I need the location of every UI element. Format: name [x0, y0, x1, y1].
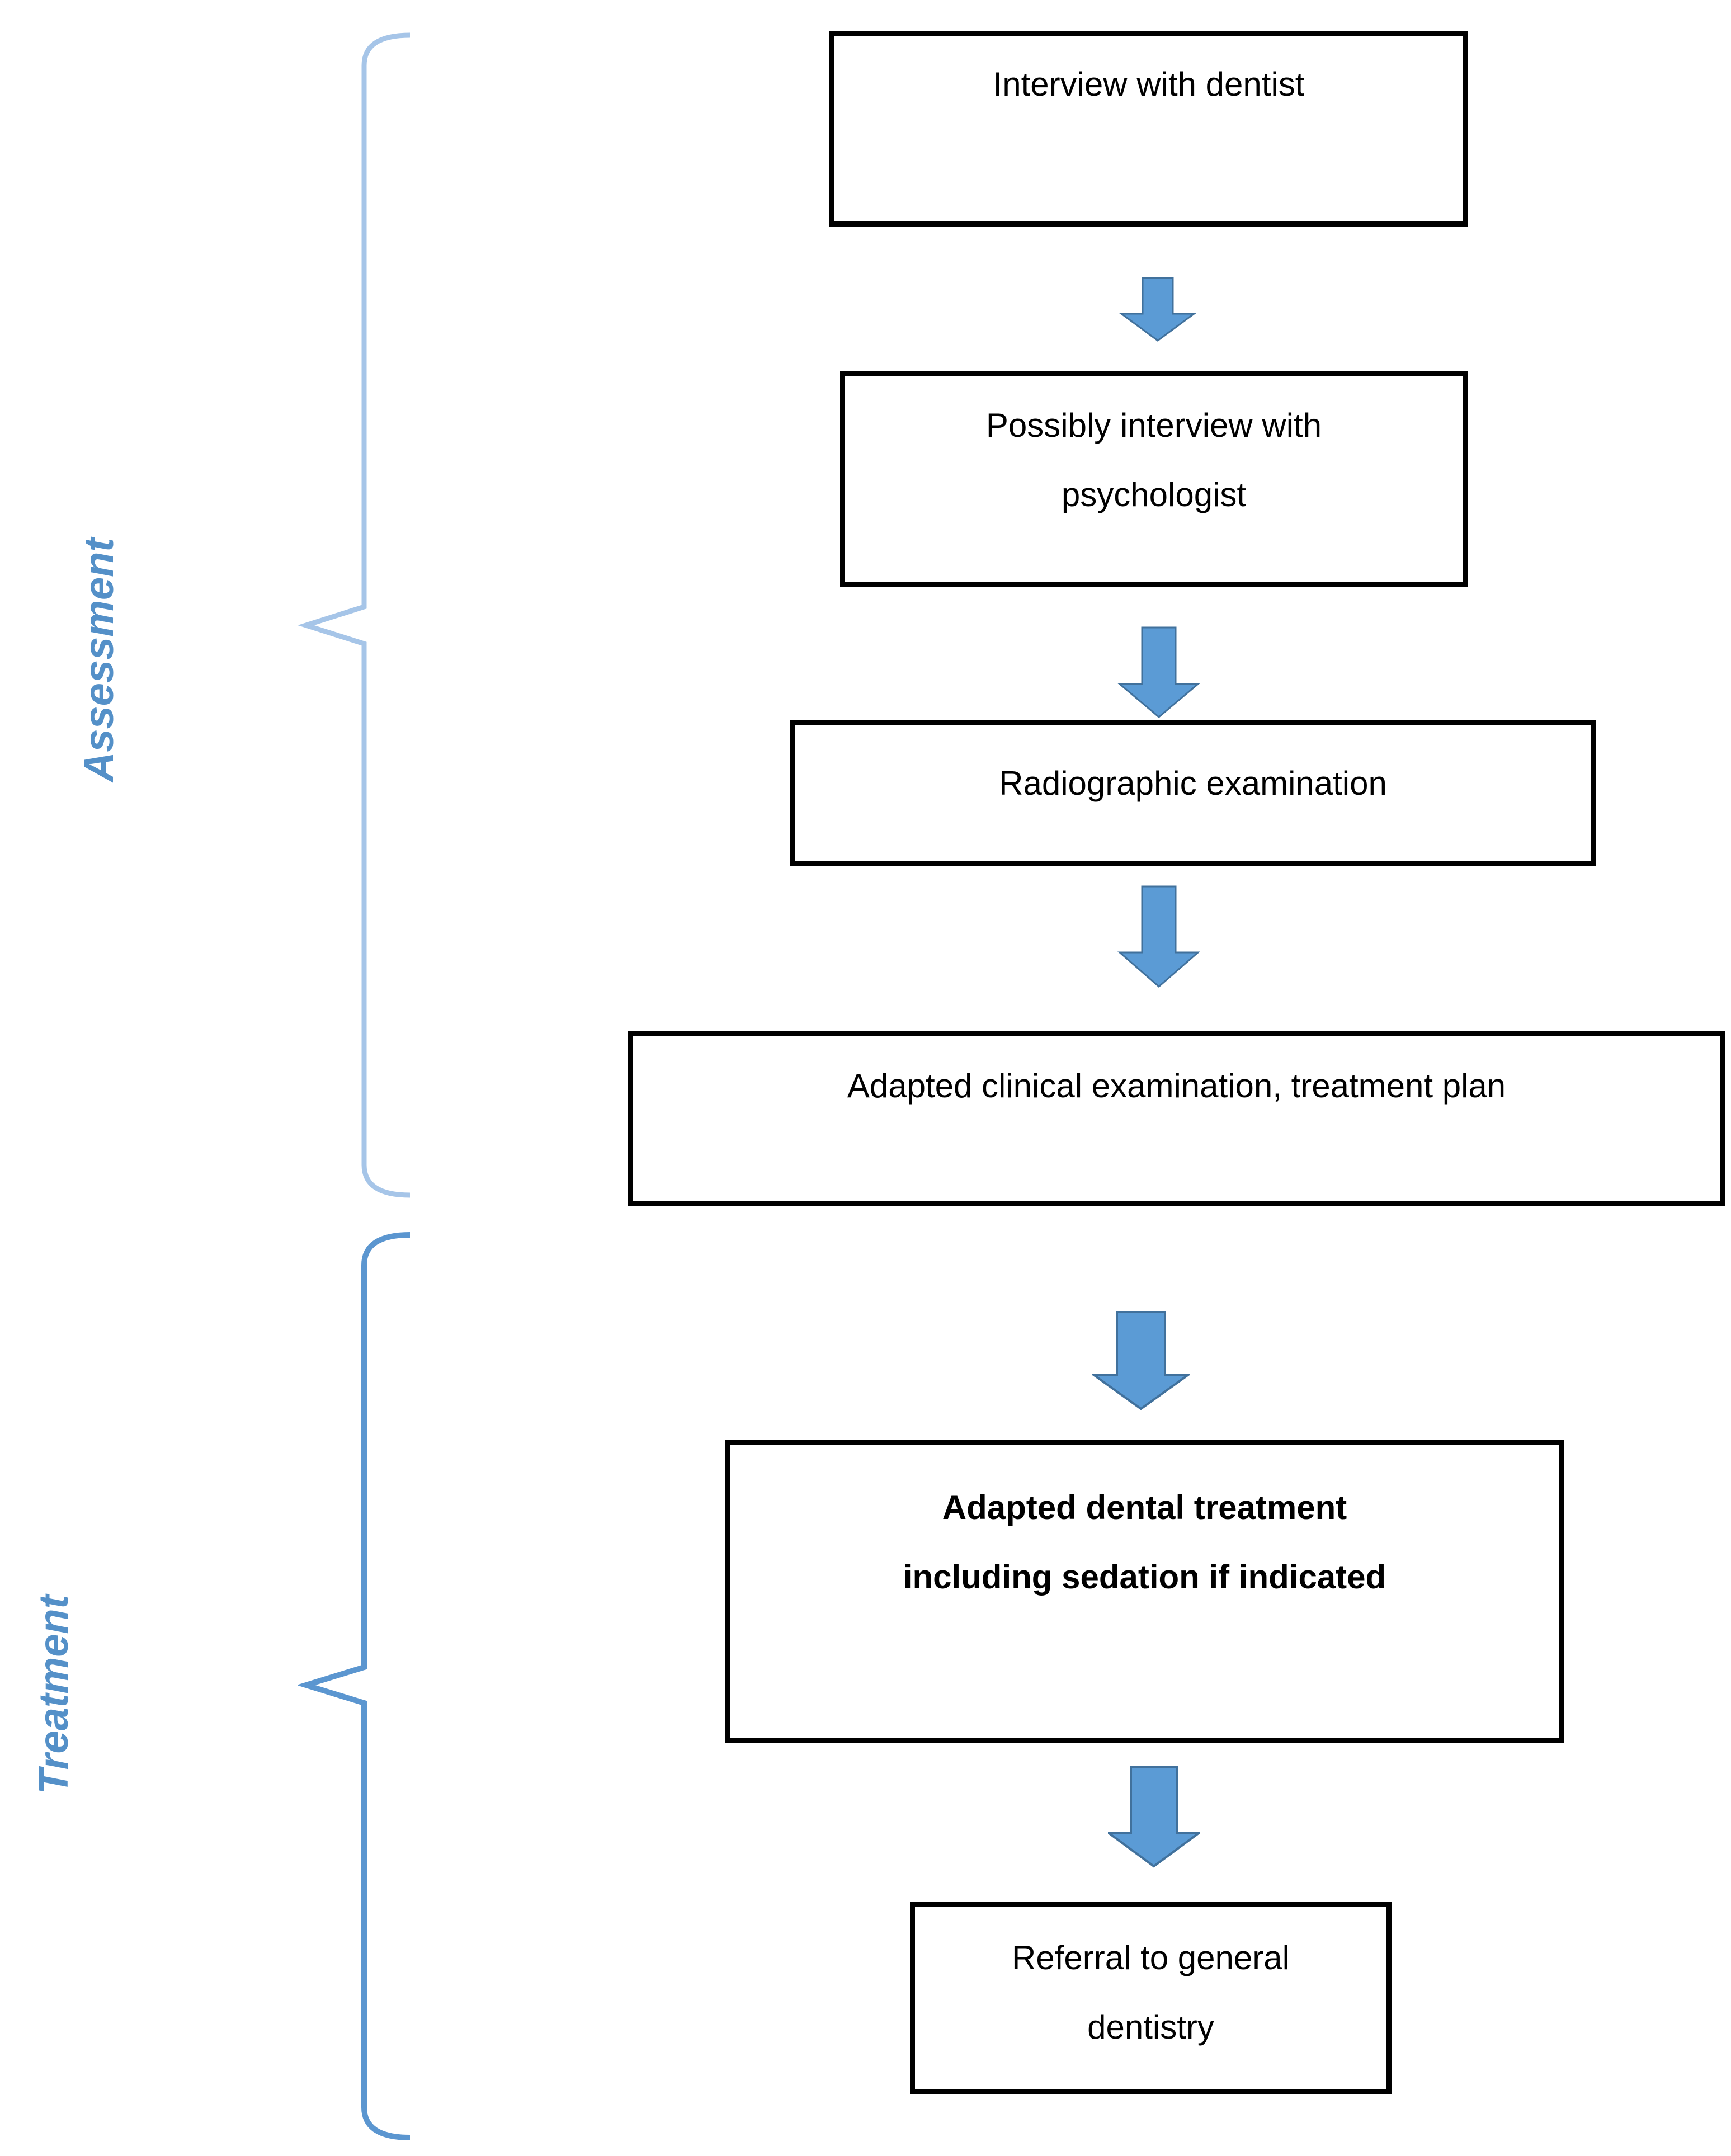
arrow-down-3-shape [1117, 885, 1200, 988]
arrow-down-1-icon [1119, 277, 1197, 342]
box-interview-with-dentist: Interview with dentist [829, 31, 1468, 227]
assessment-label: Assessment [75, 538, 122, 782]
box-text: Radiographic examination [999, 765, 1387, 802]
arrow-down-3-icon [1117, 885, 1200, 988]
box-text: Interview with dentist [993, 65, 1305, 103]
treatment-brace-path [298, 1232, 411, 2140]
box-text: psychologist [1061, 476, 1247, 513]
arrow-down-2-shape [1117, 626, 1200, 718]
box-text: dentistry [1087, 2008, 1214, 2046]
treatment-label: Treatment [30, 1594, 77, 1795]
arrow-down-4-icon [1092, 1311, 1190, 1410]
box-text: Referral to general [1012, 1939, 1290, 1976]
box-referral-to-general-dentistry: Referral to general dentistry [910, 1902, 1392, 2094]
arrow-down-5-icon [1108, 1766, 1200, 1868]
arrow-down-1-shape [1119, 277, 1197, 342]
arrow-down-5-shape [1108, 1766, 1200, 1868]
arrow-down-4-shape [1092, 1311, 1190, 1410]
box-adapted-dental-treatment: Adapted dental treatment including sedat… [725, 1440, 1564, 1743]
assessment-brace-path [298, 32, 411, 1198]
box-text: including sedation if indicated [903, 1558, 1386, 1596]
arrow-down-2-icon [1117, 626, 1200, 718]
treatment-brace [298, 1232, 411, 2140]
box-text: Adapted dental treatment [942, 1489, 1347, 1526]
box-adapted-clinical-examination: Adapted clinical examination, treatment … [628, 1031, 1725, 1206]
box-possibly-interview-with-psychologist: Possibly interview with psychologist [840, 371, 1468, 587]
assessment-brace [298, 32, 411, 1198]
box-text: Possibly interview with [985, 407, 1322, 444]
box-radiographic-examination: Radiographic examination [790, 720, 1596, 866]
box-text: Adapted clinical examination, treatment … [847, 1067, 1506, 1105]
